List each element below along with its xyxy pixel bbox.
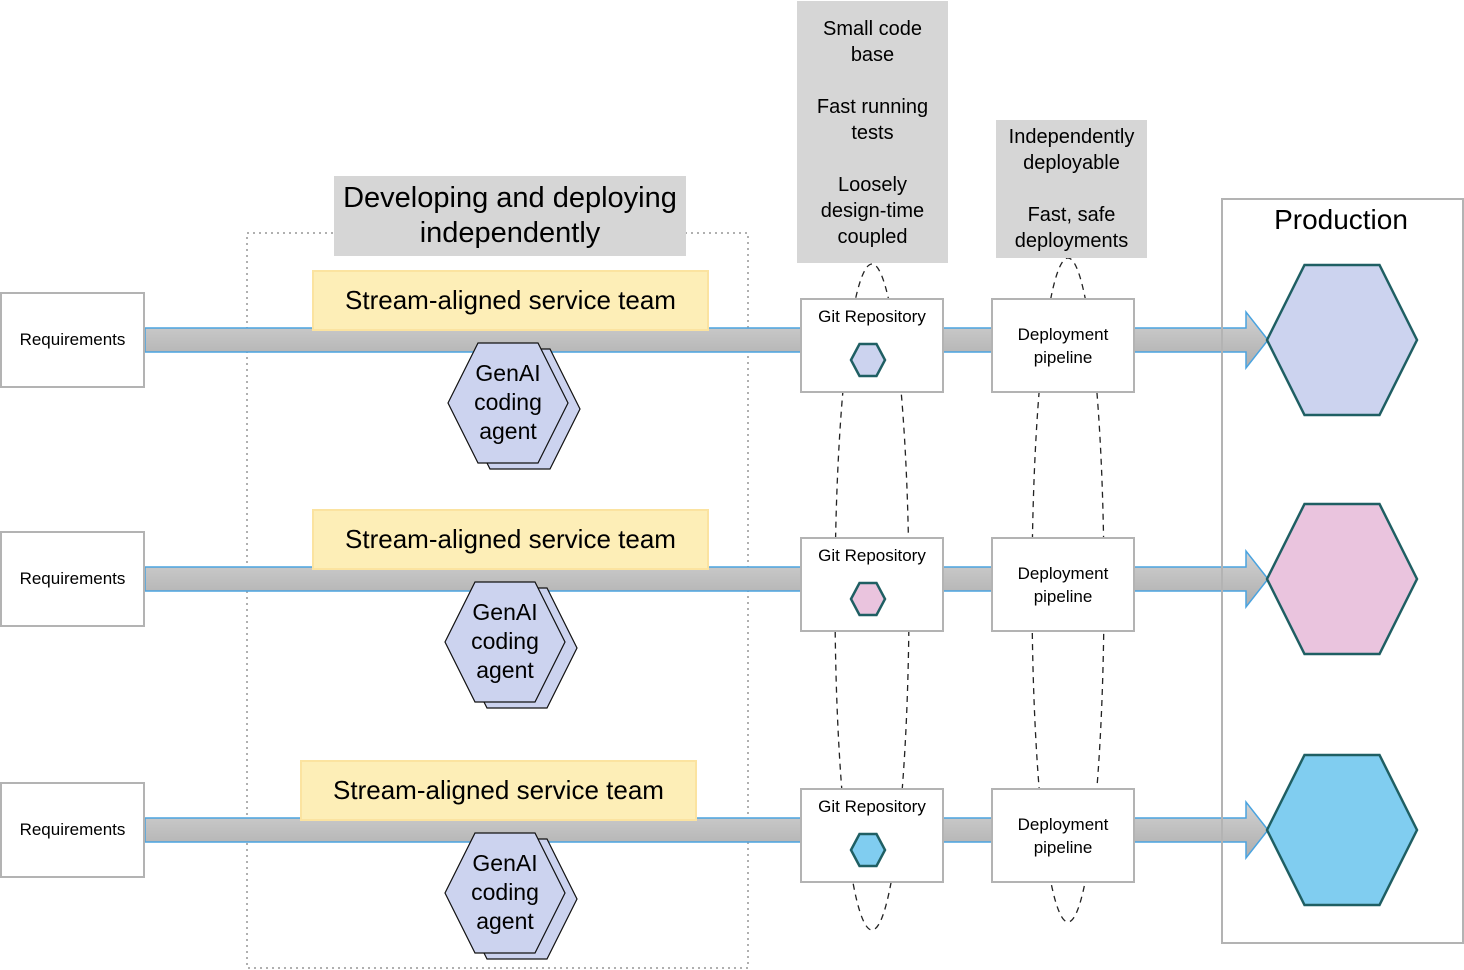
agent-label-line: coding (471, 879, 539, 905)
git-repository-label: Git Repository (818, 307, 926, 326)
agent-label-line: GenAI (472, 850, 538, 876)
agent-label-line: GenAI (472, 599, 538, 625)
agent-label-line: agent (476, 908, 534, 934)
pipeline-note-1: Independently deployable (1008, 126, 1135, 174)
deployment-pipeline[interactable]: Deployment pipeline (991, 788, 1135, 883)
stream-aligned-team: Stream-aligned service team (312, 509, 709, 570)
pipeline-label-line: pipeline (1033, 586, 1093, 606)
stream-arrow (144, 548, 1269, 610)
repo-note-3: Loosely design-time coupled (820, 174, 925, 248)
genai-coding-agent: GenAI coding agent (453, 359, 563, 446)
group-label: Developing and deploying independently (334, 176, 686, 256)
stream-arrow (144, 309, 1269, 371)
git-repository-label: Git Repository (818, 797, 926, 816)
production-environment (1221, 198, 1464, 944)
stream-aligned-team: Stream-aligned service team (300, 760, 697, 821)
agent-label-line: coding (474, 389, 542, 415)
team-label: Stream-aligned service team (333, 775, 664, 805)
requirements-box: Requirements (0, 782, 145, 878)
stream-arrow (144, 799, 1269, 861)
agent-label-line: GenAI (475, 360, 541, 386)
repo-notes: Small code base Fast running tests Loose… (797, 1, 948, 263)
pipeline-note-2: Fast, safe deployments (1014, 204, 1129, 252)
stream-aligned-team: Stream-aligned service team (312, 270, 709, 331)
agent-label-line: coding (471, 628, 539, 654)
requirements-box: Requirements (0, 292, 145, 388)
repo-note-2: Fast running tests (816, 96, 929, 144)
git-repository-label: Git Repository (818, 546, 926, 565)
pipeline-label-line: pipeline (1033, 347, 1093, 367)
agent-label-line: agent (479, 418, 537, 444)
requirements-box: Requirements (0, 531, 145, 627)
deployment-pipeline[interactable]: Deployment pipeline (991, 298, 1135, 393)
git-repository[interactable]: Git Repository (800, 298, 944, 393)
pipeline-label-line: pipeline (1033, 837, 1093, 857)
pipeline-notes: Independently deployable Fast, safe depl… (996, 120, 1147, 258)
pipeline-label-line: Deployment (1017, 814, 1109, 834)
team-label: Stream-aligned service team (345, 285, 676, 315)
genai-coding-agent: GenAI coding agent (450, 849, 560, 936)
team-label: Stream-aligned service team (345, 524, 676, 554)
requirements-label: Requirements (19, 820, 126, 839)
agent-label-line: agent (476, 657, 534, 683)
git-repository[interactable]: Git Repository (800, 788, 944, 883)
deployment-pipeline[interactable]: Deployment pipeline (991, 537, 1135, 632)
pipeline-label-line: Deployment (1017, 563, 1109, 583)
genai-coding-agent: GenAI coding agent (450, 598, 560, 685)
requirements-label: Requirements (19, 569, 126, 588)
requirements-label: Requirements (19, 330, 126, 349)
repo-note-1: Small code base (823, 18, 922, 66)
pipeline-label-line: Deployment (1017, 324, 1109, 344)
git-repository[interactable]: Git Repository (800, 537, 944, 632)
production-label: Production (1274, 204, 1408, 235)
